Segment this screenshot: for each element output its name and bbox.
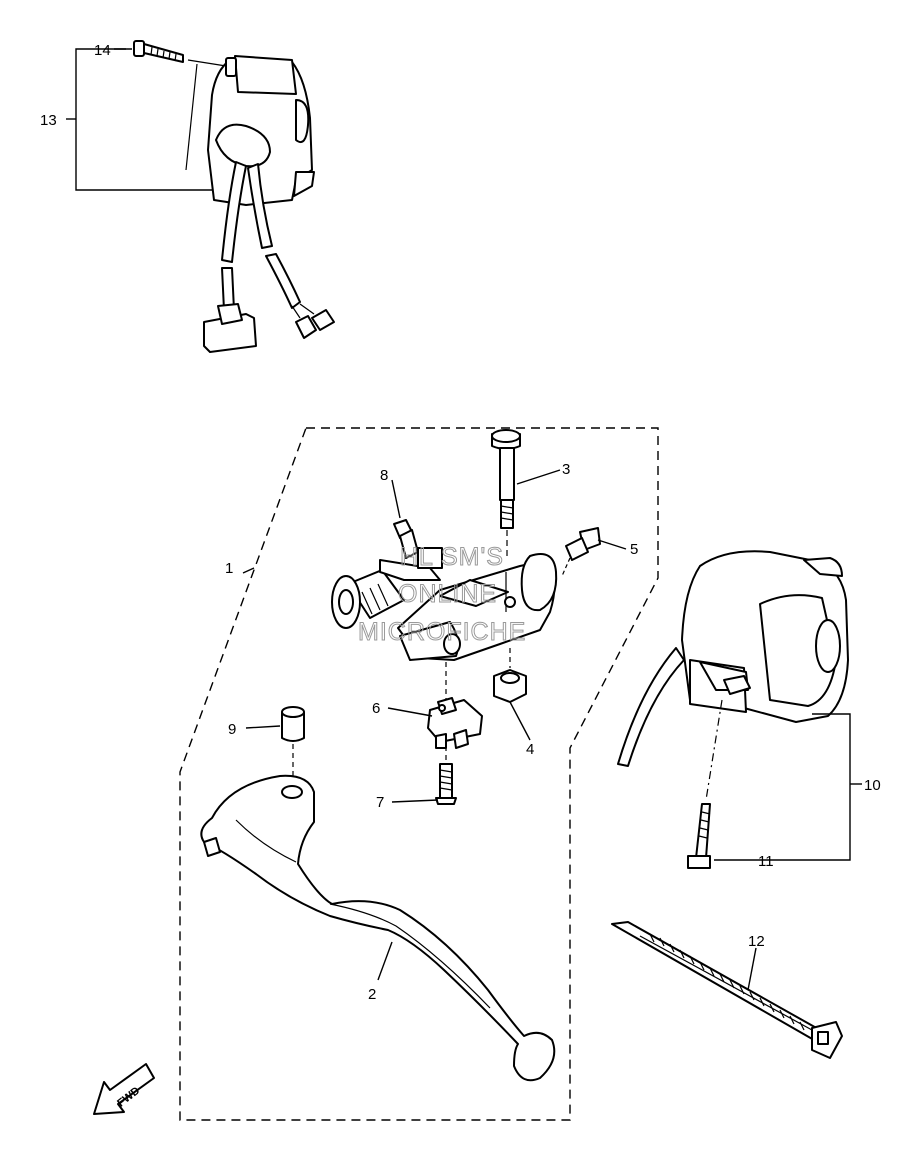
screw-icon xyxy=(561,527,601,577)
forward-direction-arrow: FWD xyxy=(93,1063,155,1115)
callout-7: 7 xyxy=(376,794,384,811)
screw-icon xyxy=(435,763,457,805)
watermark: HL SM'S ONLINE MICROFICHE xyxy=(358,543,526,647)
callout-2: 2 xyxy=(368,986,376,1003)
callout-1: 1 xyxy=(225,560,233,577)
assembly-1-boundary xyxy=(179,427,659,1121)
callout-4: 4 xyxy=(526,741,534,758)
lever-holder-icon xyxy=(331,547,558,661)
callout-13: 13 xyxy=(40,112,57,129)
brake-switch-icon xyxy=(427,697,483,749)
watermark-line1: HL SM'S xyxy=(400,543,504,571)
watermark-line3: MICROFICHE xyxy=(358,618,526,646)
callout-12: 12 xyxy=(748,933,765,950)
bolt-icon xyxy=(491,429,521,529)
callout-14: 14 xyxy=(94,42,111,59)
nut-icon xyxy=(493,669,527,703)
collar-icon xyxy=(281,706,305,742)
handlebar-switch-left-assembly: 13 14 xyxy=(40,40,335,353)
callout-10: 10 xyxy=(864,777,881,794)
screw-icon xyxy=(133,40,184,63)
callout-3: 3 xyxy=(562,461,570,478)
callout-5: 5 xyxy=(630,541,638,558)
callout-9: 9 xyxy=(228,721,236,738)
callout-8: 8 xyxy=(380,467,388,484)
clutch-lever-icon xyxy=(200,774,556,1082)
wire-harness-icon xyxy=(203,161,335,353)
callout-6: 6 xyxy=(372,700,380,717)
watermark-line2: ONLINE xyxy=(398,580,497,608)
cable-tie-icon xyxy=(611,921,843,1059)
small-screw-icon xyxy=(393,519,419,559)
handlebar-switch-right-assembly: 10 11 xyxy=(617,550,881,870)
callout-11: 11 xyxy=(758,853,774,870)
screw-icon xyxy=(687,803,711,869)
switch-housing-icon xyxy=(681,550,849,723)
